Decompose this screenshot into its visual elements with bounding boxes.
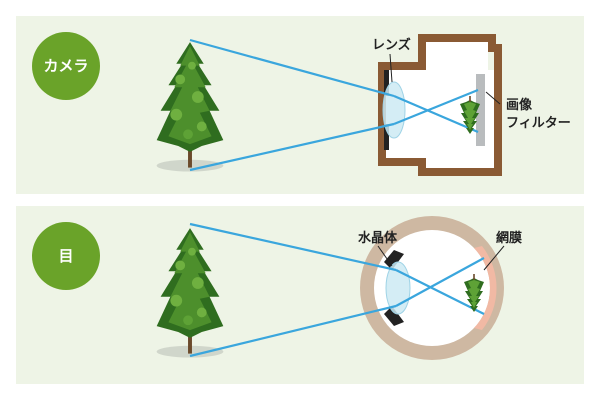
camera-light-rays	[189, 38, 479, 172]
camera-ray-top	[189, 38, 395, 98]
iris-bottom	[384, 306, 404, 326]
eye-ray-cross-down	[395, 269, 485, 315]
crystalline-lens-label: 水晶体	[358, 230, 398, 246]
image-filter-plate	[476, 74, 485, 146]
image-filter-leader-line	[485, 91, 501, 105]
eye-badge-circle	[32, 222, 100, 290]
crystalline-lens-leader-line	[377, 245, 393, 267]
camera-panel: カメラ レンズ 画像 フィルター	[16, 16, 584, 194]
eye-panel: 目 水晶体 網膜	[16, 206, 584, 384]
eye-ray-cross-up	[395, 257, 485, 307]
camera-aperture-top	[384, 70, 389, 96]
image-filter-label-line2: フィルター	[506, 116, 571, 131]
iris-top	[384, 250, 404, 270]
eye-light-rays	[189, 222, 485, 358]
camera-ray-cross-up	[393, 88, 479, 126]
camera-aperture-bottom	[384, 124, 389, 150]
camera-badge: カメラ	[32, 32, 100, 100]
camera-badge-label: カメラ	[43, 57, 88, 75]
retina-label: 網膜	[496, 230, 522, 246]
retina-leader-line	[483, 245, 505, 271]
camera-body	[378, 34, 502, 176]
lens-leader-line	[389, 53, 393, 83]
eye-ray-top	[189, 222, 397, 272]
camera-interior-upper	[426, 42, 488, 72]
eye-badge: 目	[32, 222, 100, 290]
eye-badge-label: 目	[58, 247, 73, 265]
image-filter-label-line1: 画像	[506, 97, 533, 113]
camera-interior-lower	[426, 156, 494, 168]
camera-ray-cross-down	[393, 94, 479, 134]
camera-ray-bottom	[189, 122, 395, 172]
camera-badge-circle	[32, 32, 100, 100]
lens-label: レンズ	[372, 37, 411, 53]
eye-ray-bottom	[189, 304, 397, 358]
retina	[474, 246, 497, 330]
camera-lens	[382, 81, 406, 139]
